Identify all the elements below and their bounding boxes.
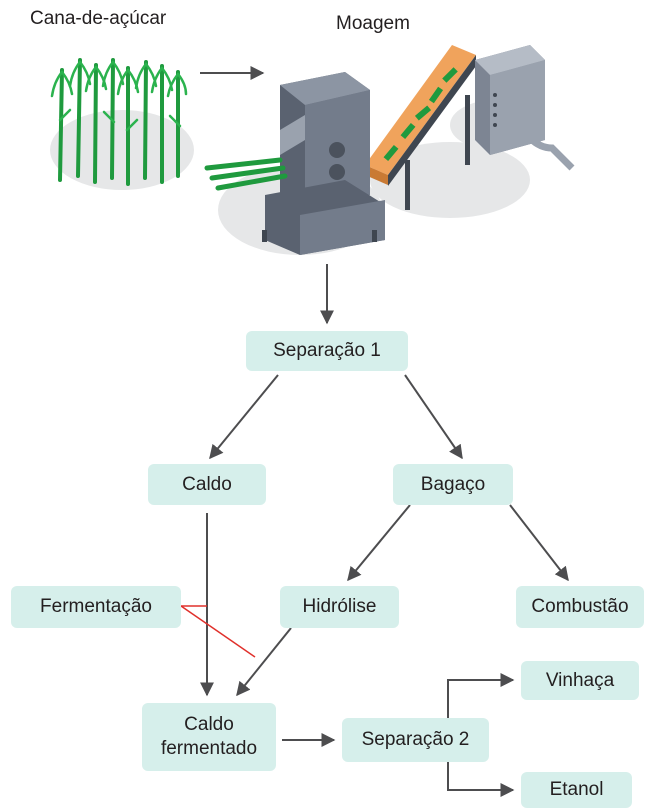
bagaco-to-hidrolise-arrow [347,504,411,582]
node-bagaco: Bagaço [393,464,513,505]
separacao2-to-etanol-arrow [447,762,515,797]
caldo-fermentado-line-2: fermentado [160,738,258,759]
node-caldo-fermentado: Caldo fermentado [142,703,276,771]
node-fermentacao: Fermentação [11,586,181,628]
node-caldo: Caldo [148,464,266,505]
flow-connectors [200,264,569,797]
milling-machine-illustration [204,45,575,255]
separacao2-to-vinhaca-arrow [447,673,515,718]
fermentation-link [180,605,256,658]
cane-label: Cana-de-açúcar [30,8,167,29]
node-separacao-2: Separação 2 [342,718,489,762]
node-combustao: Combustão [516,586,644,628]
separacao1-to-bagaco-arrow [404,374,463,460]
node-hidrolise: Hidrólise [280,586,399,628]
node-vinhaca: Vinhaça [521,661,639,700]
bagaco-to-combustao-arrow [509,504,569,582]
caldo-fermentado-line-1: Caldo [184,714,234,736]
node-separacao-1: Separação 1 [246,331,408,371]
milling-label: Moagem [336,13,410,34]
hidrolise-to-caldo-fermentado-arrow [236,627,292,697]
node-etanol: Etanol [521,772,632,808]
separacao1-to-caldo-arrow [209,374,279,460]
sugarcane-illustration [50,58,194,190]
